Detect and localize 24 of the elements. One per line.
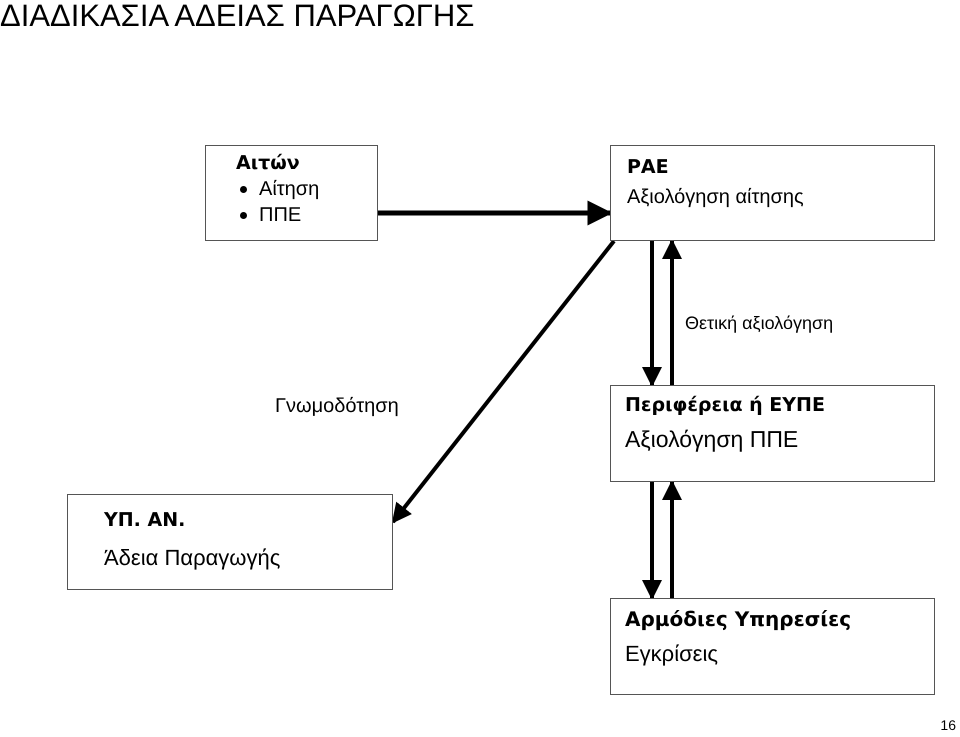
process-box xyxy=(610,145,935,241)
arrow xyxy=(642,482,662,600)
arrow xyxy=(662,480,682,598)
bullet-item: Αίτηση xyxy=(259,177,320,202)
box-text: Αξιολόγηση αίτησης xyxy=(627,186,805,209)
process-box xyxy=(610,385,935,482)
box-text: Αξιολόγηση ΠΠΕ xyxy=(625,426,800,453)
arrow xyxy=(378,200,612,226)
process-box xyxy=(205,145,378,241)
box-heading: Αρμόδιες Υπηρεσίες xyxy=(625,607,852,631)
box-heading: Περιφέρεια ή ΕΥΠΕ xyxy=(625,394,826,416)
arrow xyxy=(642,241,662,387)
page-number: 16 xyxy=(940,717,956,733)
box-text: Εγκρίσεις xyxy=(625,641,719,667)
box-heading: ΥΠ. ΑΝ. xyxy=(104,509,186,531)
process-box xyxy=(610,598,935,695)
arrow xyxy=(662,239,682,385)
bullet-item: ΠΠΕ xyxy=(259,203,302,228)
title: ΔΙΑΔΙΚΑΣΙΑ ΑΔΕΙΑΣ ΠΑΡΑΓΩΓΗΣ xyxy=(0,0,474,34)
box-heading: Αιτών xyxy=(236,152,301,174)
arrow xyxy=(391,240,616,524)
box-heading: ΡΑΕ xyxy=(627,156,670,178)
process-box xyxy=(67,494,393,590)
box-text: Άδεια Παραγωγής xyxy=(104,545,282,571)
